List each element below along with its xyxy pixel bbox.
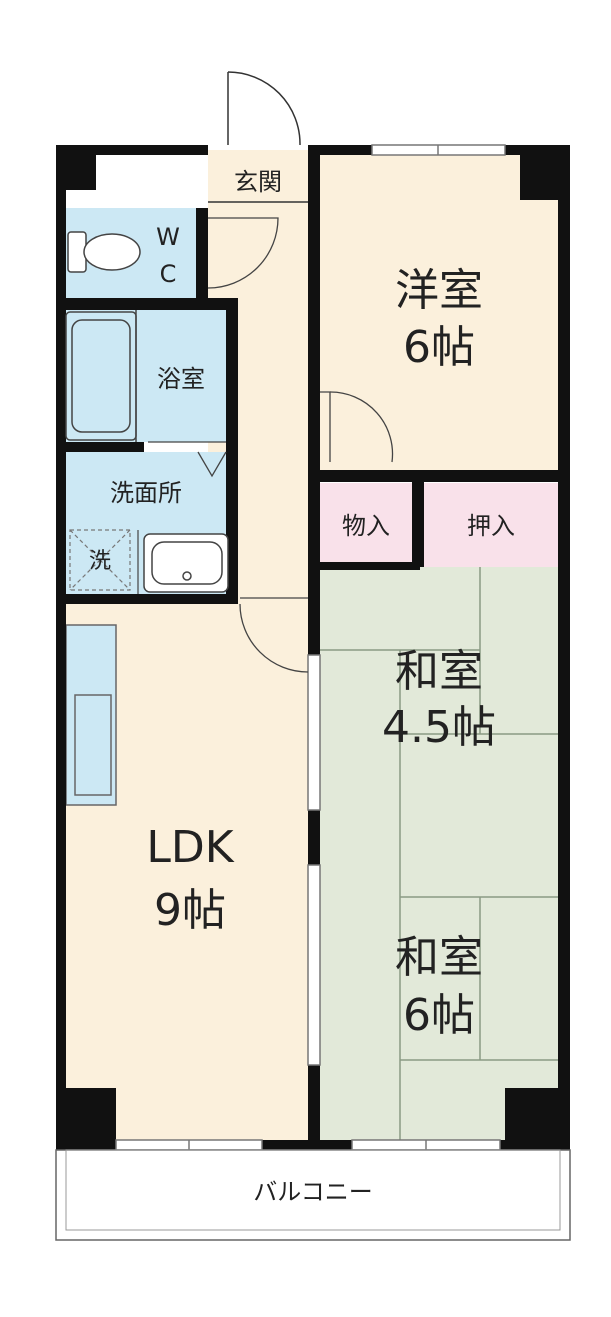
japanese-room-2-size: 6帖 [403, 990, 475, 1041]
entrance-door [208, 71, 308, 203]
oshiire [424, 483, 558, 567]
washer-space [69, 529, 131, 591]
western-room [320, 150, 558, 470]
windows [115, 144, 506, 1151]
closet [320, 483, 412, 567]
wash-basin [143, 533, 229, 593]
washroom-label: 洗面所 [110, 479, 182, 507]
kitchen-sink [74, 694, 112, 796]
wc-label-c: C [160, 260, 177, 288]
tatami-grid-1 [320, 567, 558, 814]
bath-room [66, 310, 226, 442]
balcony-label: バルコニー [253, 1178, 373, 1206]
balcony [55, 1149, 571, 1241]
western-room-name: 洋室 [395, 265, 483, 316]
wc-label-w: W [156, 223, 180, 251]
toilet [67, 231, 141, 273]
japanese-room-1-name: 和室 [395, 646, 483, 697]
ldk-size: 9帖 [154, 885, 226, 936]
japanese-room-2-name: 和室 [395, 932, 483, 983]
bath-label: 浴室 [157, 365, 205, 393]
interior-doors [148, 217, 394, 673]
japanese-room-2 [320, 814, 558, 1140]
genkan-floor [208, 150, 308, 202]
closet-label: 物入 [342, 512, 390, 540]
western-room-size: 6帖 [403, 322, 475, 373]
washer-label: 洗 [89, 549, 111, 574]
tatami-grid-2 [399, 814, 558, 1140]
ldk-name: LDK [146, 822, 234, 873]
genkan-label: 玄関 [234, 168, 282, 196]
japanese-room-1 [320, 567, 558, 814]
japanese-room-1-size: 4.5帖 [382, 702, 496, 753]
oshiire-label: 押入 [467, 512, 515, 540]
